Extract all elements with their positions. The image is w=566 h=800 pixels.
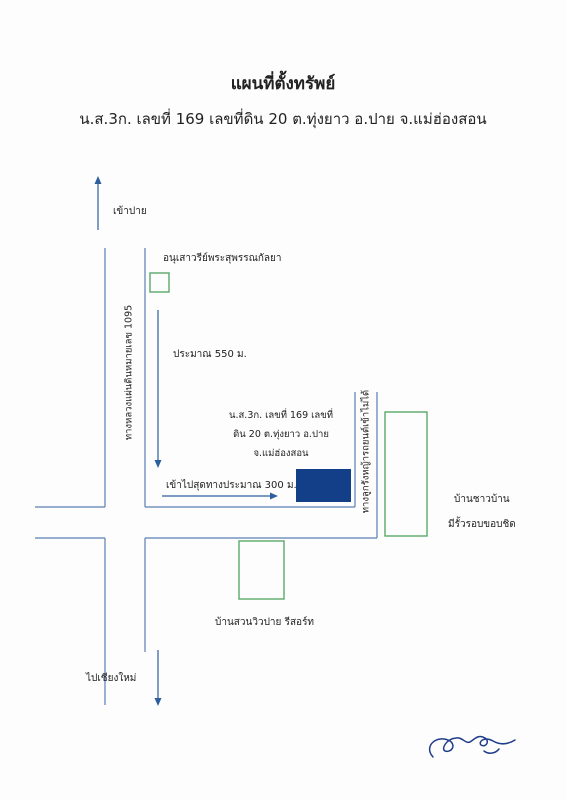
label-to-chiangmai: ไปเชียงใหม่ [86,673,137,684]
arrow-down-icon [154,650,162,706]
label-to-pai: เข้าปาย [113,206,147,217]
signature-mark [428,735,516,758]
arrow-down-icon [154,310,162,468]
road-lines [35,248,378,705]
monument-marker [149,272,170,293]
village-house-block [384,411,428,537]
label-to-end-300: เข้าไปสุดทางประมาณ 300 ม. [166,480,297,491]
label-highway-1095: ทางหลวงแผ่นดินหมายเลข 1095 [123,304,135,441]
arrow-right-icon [162,492,278,500]
property-parcel [296,469,351,502]
label-distance-550: ประมาณ 550 ม. [173,349,247,360]
map-subtitle: น.ส.3ก. เลขที่ 169 เลขที่ดิน 20 ต.ทุ่งยา… [79,110,487,128]
parcel-label-line2: ดิน 20 ต.ทุ่งยาว อ.ปาย [233,429,329,440]
label-village-line1: บ้านชาวบ้าน [454,494,510,505]
label-monument: อนุเสาวรีย์พระสุพรรณกัลยา [163,253,282,264]
arrow-up-icon [94,176,102,230]
label-dirt-lane: ทางลูกรังหญ้ารถยนต์เข้าไม่ได้ [360,389,372,514]
label-resort: บ้านสวนวิวปาย รีสอร์ท [215,617,315,628]
resort-block [238,540,285,600]
label-village-line2: มีรั้วรอบขอบชิด [448,519,516,530]
parcel-label-line3: จ.แม่ฮ่องสอน [253,448,309,459]
map-title: แผนที่ตั้งทรัพย์ [230,74,336,94]
parcel-label-line1: น.ส.3ก. เลขที่ 169 เลขที่ [229,410,333,421]
